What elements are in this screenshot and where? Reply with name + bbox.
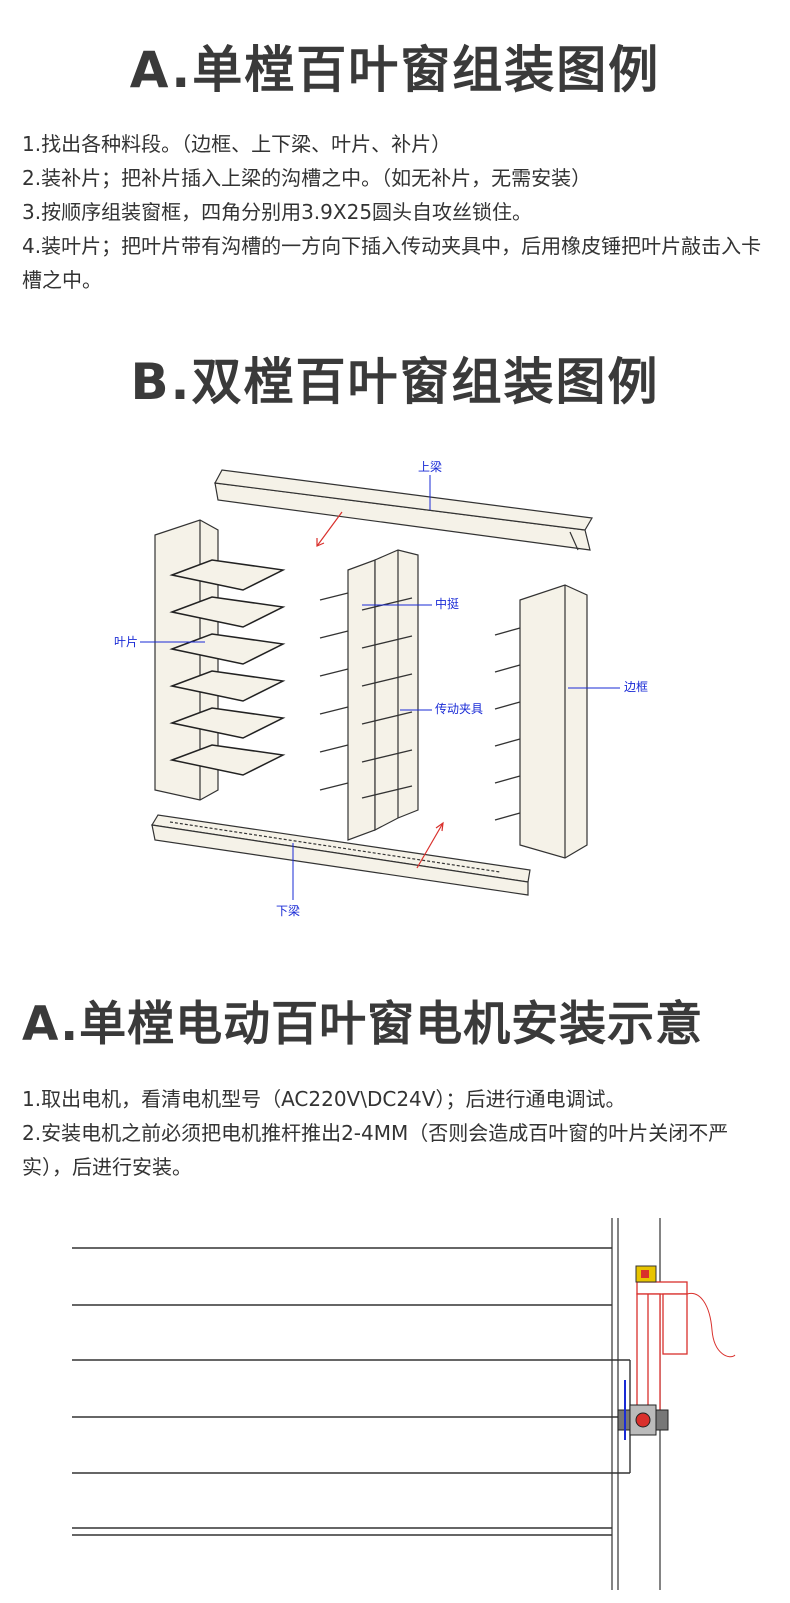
section-c-steps: 1.取出电机，看清电机型号（AC220V\DC24V）；后进行通电调试。 2.安… xyxy=(22,1082,772,1184)
right-frame-part xyxy=(519,584,588,859)
step-item: 4.装叶片；把叶片带有沟槽的一方向下插入传动夹具中，后用橡皮锤把叶片敲击入卡槽之… xyxy=(22,234,762,292)
motor-installation-diagram xyxy=(72,1218,736,1590)
label-drive-clamp: 传动夹具 xyxy=(435,701,483,716)
top-beam-part xyxy=(214,469,593,551)
double-louver-assembly-diagram: 上梁 中挺 叶片 边框 传动夹具 下梁 xyxy=(114,459,648,918)
section-a-steps: 1.找出各种料段。（边框、上下梁、叶片、补片） 2.装补片；把补片插入上梁的沟槽… xyxy=(22,127,772,297)
label-blade: 叶片 xyxy=(114,635,138,649)
assembly-arrows xyxy=(316,511,444,869)
section-a-title: A.单樘百叶窗组装图例 xyxy=(129,41,661,99)
step-item: 1.取出电机，看清电机型号（AC220V\DC24V）；后进行通电调试。 xyxy=(22,1087,626,1111)
linear-motor-actuator xyxy=(636,1281,736,1430)
step-item: 2.安装电机之前必须把电机推杆推出2-4MM（否则会造成百叶窗的叶片关闭不严实）… xyxy=(22,1121,729,1179)
step-item: 2.装补片；把补片插入上梁的沟槽之中。（如无补片，无需安装） xyxy=(22,166,592,190)
louver-blades xyxy=(72,1247,631,1536)
step-item: 3.按顺序组装窗框，四角分别用3.9X25圆头自攻丝锁住。 xyxy=(22,200,533,224)
bottom-beam-part xyxy=(151,814,531,896)
label-bottom-beam: 下梁 xyxy=(276,903,300,918)
label-middle-mullion: 中挺 xyxy=(435,596,459,611)
label-frame: 边框 xyxy=(624,680,648,694)
label-top-beam: 上梁 xyxy=(418,459,442,474)
label-leaders xyxy=(140,475,620,900)
motor-mount-bracket xyxy=(617,1265,669,1440)
middle-mullion-part xyxy=(347,549,419,841)
step-item: 1.找出各种料段。（边框、上下梁、叶片、补片） xyxy=(22,132,452,156)
section-c-title: A.单樘电动百叶窗电机安装示意 xyxy=(22,997,704,1052)
right-frame-pins xyxy=(494,627,521,821)
drive-clamp-pins xyxy=(319,592,413,799)
section-b-title: B.双樘百叶窗组装图例 xyxy=(130,353,660,411)
